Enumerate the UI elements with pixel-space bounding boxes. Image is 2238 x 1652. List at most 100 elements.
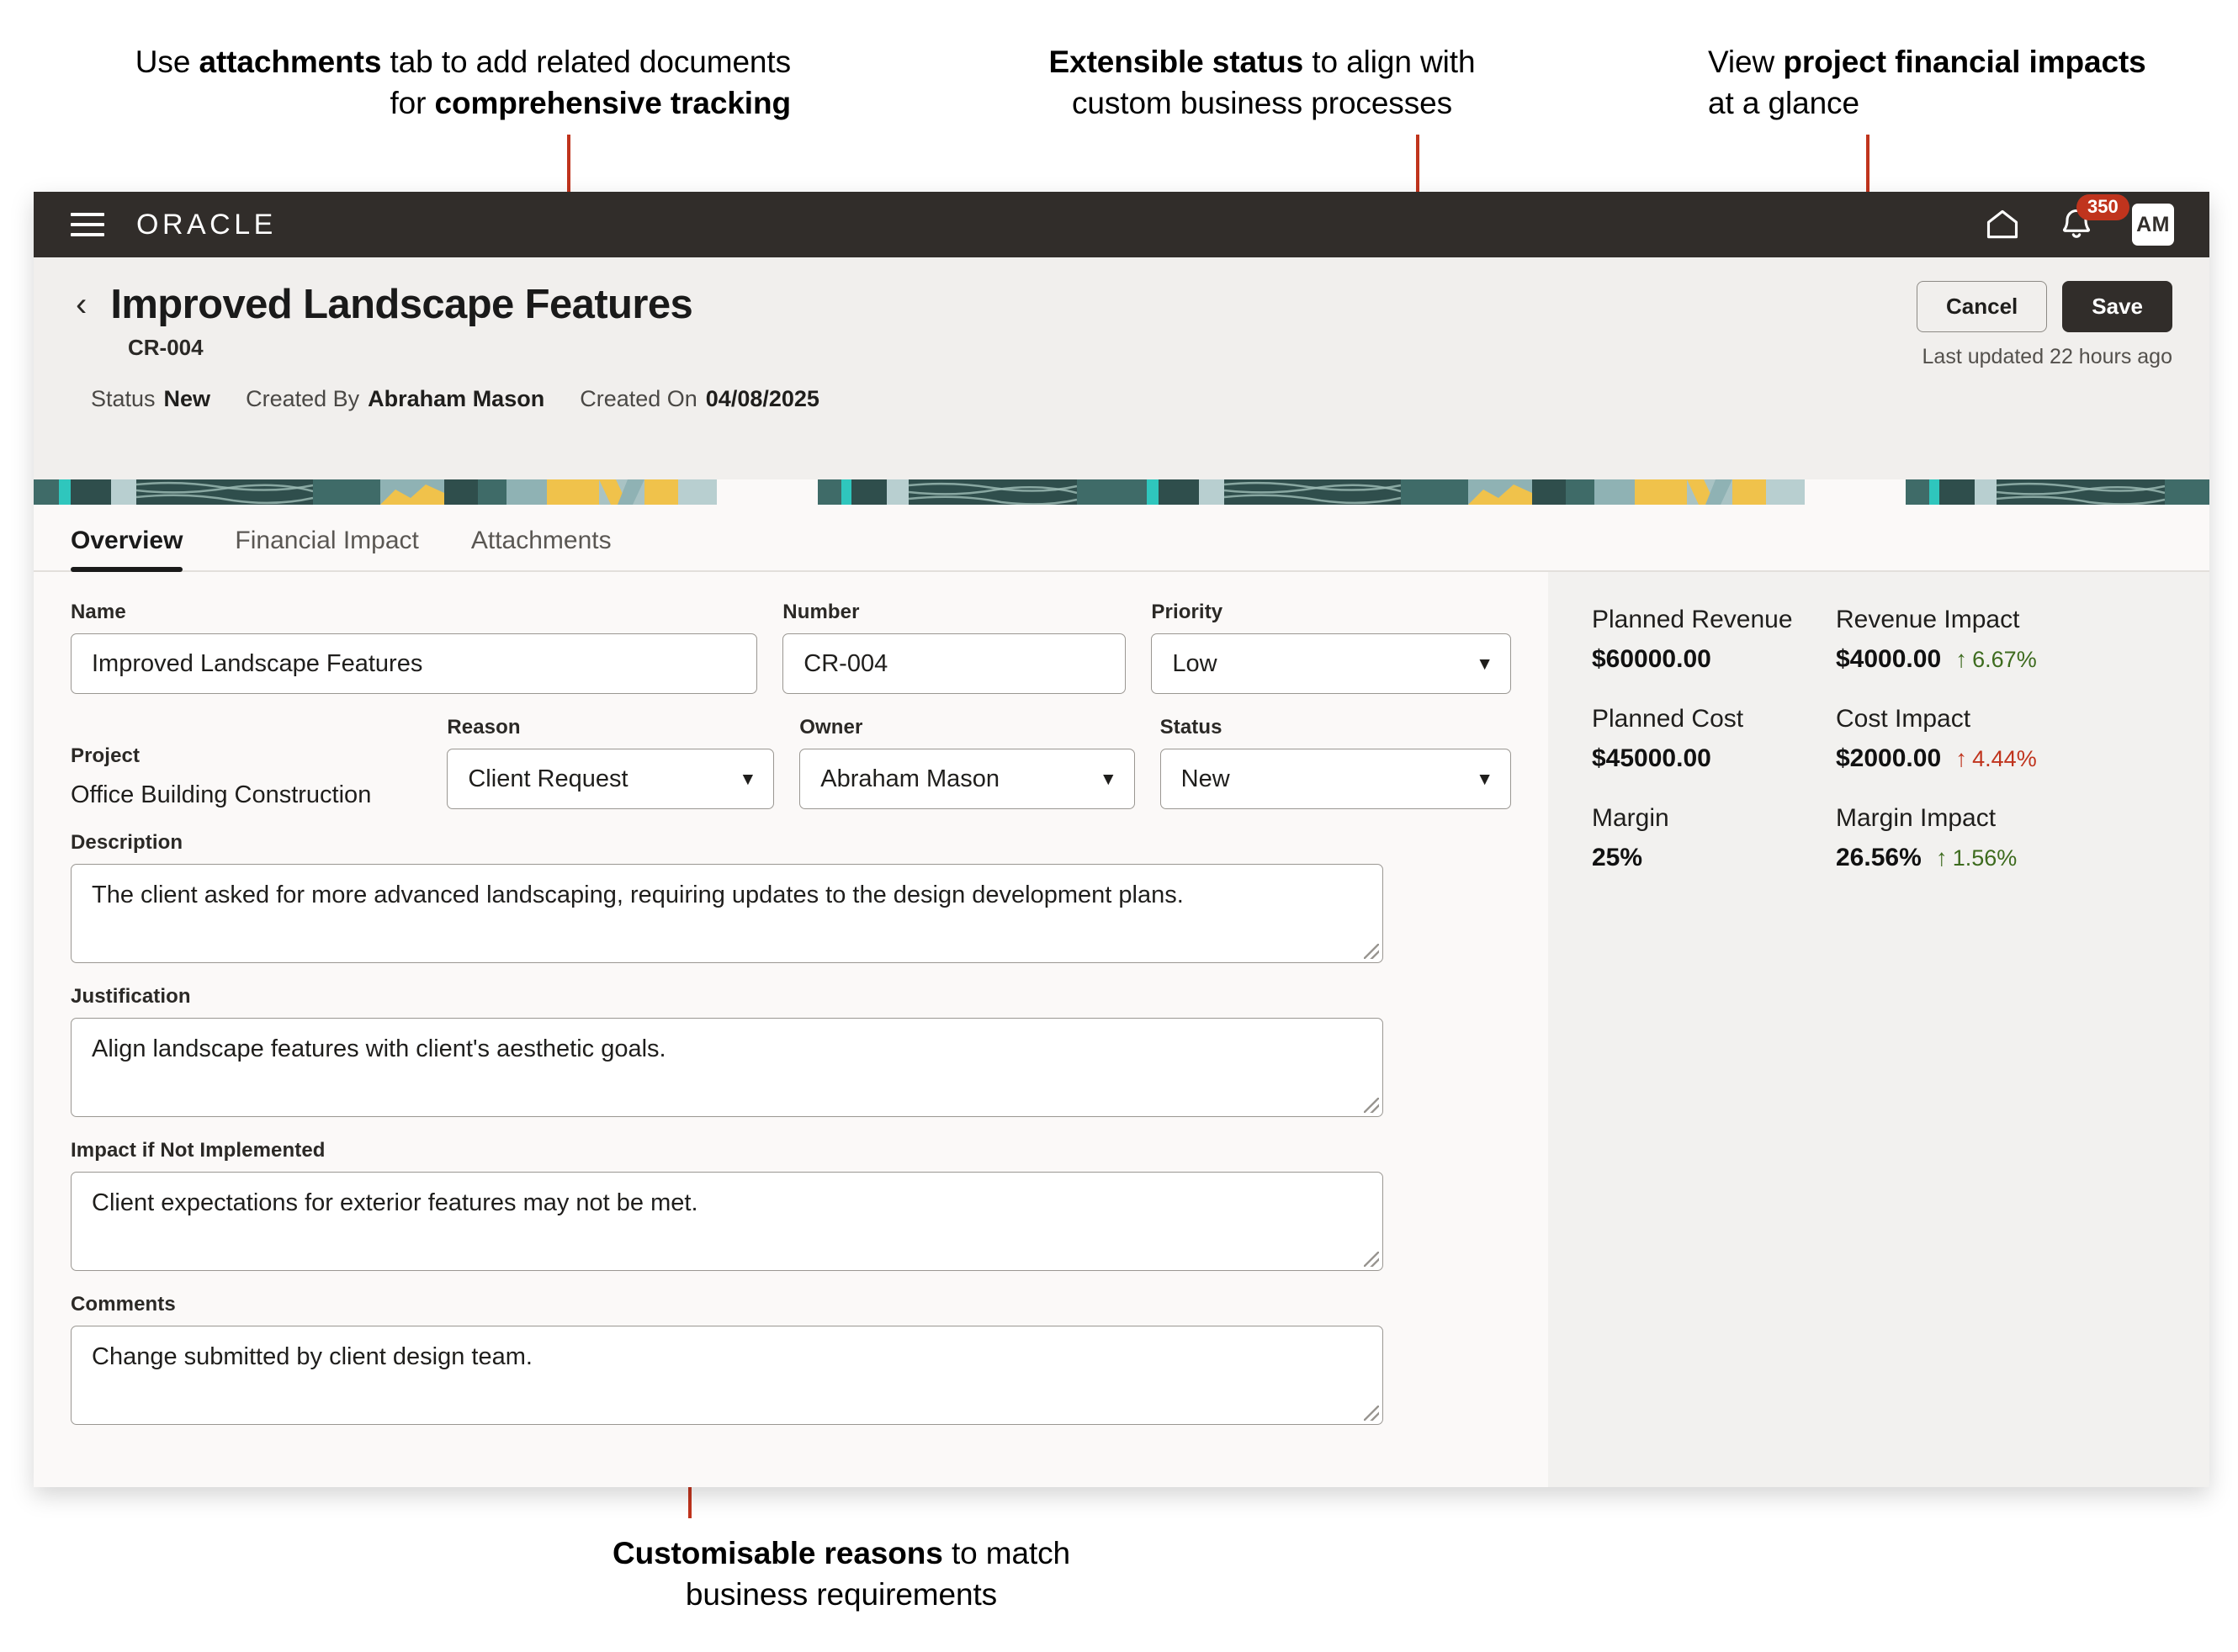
tab-attachments[interactable]: Attachments <box>470 527 612 554</box>
form-row-1: Name Improved Landscape Features Number … <box>71 601 1511 694</box>
financial-planned-column: Planned Revenue $60000.00 Planned Cost $… <box>1592 606 1836 903</box>
field-owner-label: Owner <box>799 716 863 739</box>
tab-overview[interactable]: Overview <box>71 513 183 572</box>
cancel-button[interactable]: Cancel <box>1917 281 2048 332</box>
planned-cost-value: $45000.00 <box>1592 744 1711 772</box>
resize-grip-icon[interactable] <box>1364 1252 1379 1267</box>
priority-value: Low <box>1172 649 1217 677</box>
tab-content: Name Improved Landscape Features Number … <box>34 572 2209 1487</box>
annotation-attachments-line2: for comprehensive tracking <box>390 85 791 120</box>
hamburger-icon[interactable] <box>71 213 104 236</box>
annotation-financial-line2: at a glance <box>1708 85 1859 120</box>
chevron-down-icon: ▼ <box>1476 769 1494 789</box>
revenue-impact-label: Revenue Impact <box>1836 606 2020 633</box>
oracle-logo: ORACLE <box>136 208 277 241</box>
home-icon[interactable] <box>1984 206 2021 243</box>
field-status: Status New ▼ <box>1159 716 1512 809</box>
justification-textarea[interactable]: Align landscape features with client's a… <box>71 1018 1383 1117</box>
field-number-label: Number <box>782 601 860 623</box>
last-updated-text: Last updated 22 hours ago <box>1922 345 2172 368</box>
financial-summary-panel: Planned Revenue $60000.00 Planned Cost $… <box>1548 572 2209 1487</box>
field-priority: Priority Low ▼ <box>1151 601 1511 694</box>
field-project: Project Office Building Construction <box>71 744 422 809</box>
field-owner: Owner Abraham Mason ▼ <box>799 716 1135 809</box>
field-name-label: Name <box>71 601 126 623</box>
annotation-status-line2: custom business processes <box>1072 85 1452 120</box>
reason-select[interactable]: Client Request ▼ <box>447 749 775 809</box>
margin-value: 25% <box>1592 844 1643 871</box>
annotation-financial-line1: View project financial impacts <box>1708 45 2146 79</box>
field-reason: Reason Client Request ▼ <box>447 716 775 809</box>
global-header-actions: 350 AM <box>1984 194 2184 246</box>
chevron-down-icon: ▼ <box>739 769 757 789</box>
owner-select[interactable]: Abraham Mason ▼ <box>799 749 1135 809</box>
cost-impact-label: Cost Impact <box>1836 705 1971 733</box>
impact-value: Client expectations for exterior feature… <box>92 1189 698 1216</box>
margin-impact-label: Margin Impact <box>1836 804 1997 832</box>
form-row-2: Project Office Building Construction Rea… <box>71 716 1512 809</box>
annotation-status-line1: Extensible status to align with <box>1048 45 1476 79</box>
annotation-reasons: Customisable reasons to match business r… <box>505 1533 1178 1616</box>
margin-label: Margin <box>1592 804 1669 832</box>
field-status-label: Status <box>1159 716 1222 739</box>
field-comments-label: Comments <box>71 1293 176 1316</box>
status-select[interactable]: New ▼ <box>1159 749 1512 809</box>
planned-cost-label: Planned Cost <box>1592 705 1744 733</box>
bell-icon[interactable]: 350 <box>2058 194 2129 243</box>
notification-badge: 350 <box>2076 194 2129 220</box>
overview-form: Name Improved Landscape Features Number … <box>34 572 1548 1487</box>
number-input[interactable]: CR-004 <box>782 633 1127 694</box>
impact-textarea[interactable]: Client expectations for exterior feature… <box>71 1172 1383 1271</box>
revenue-impact-delta: ↑ 6.67% <box>1955 646 2037 672</box>
field-description-label: Description <box>71 831 183 854</box>
annotation-status: Extensible status to align with custom b… <box>925 42 1599 124</box>
decorative-banner <box>34 479 2209 505</box>
page-title: Improved Landscape Features <box>110 282 693 327</box>
field-number: Number CR-004 <box>782 601 1127 694</box>
resize-grip-icon[interactable] <box>1364 1098 1379 1113</box>
header-button-row: Cancel Save <box>1917 281 2172 332</box>
arrow-up-icon: ↑ <box>1955 646 1968 672</box>
header-actions: Cancel Save Last updated 22 hours ago <box>1917 281 2172 369</box>
annotation-financial: View project financial impacts at a glan… <box>1708 42 2238 124</box>
field-comments: Comments Change submitted by client desi… <box>71 1293 1511 1425</box>
cost-impact-delta: ↑ 4.44% <box>1955 745 2037 771</box>
save-button[interactable]: Save <box>2062 281 2172 332</box>
status-value: New <box>1180 765 1230 792</box>
record-number: CR-004 <box>128 335 204 360</box>
margin-impact-delta: ↑ 1.56% <box>1935 845 2018 871</box>
field-justification-label: Justification <box>71 985 191 1008</box>
tab-financial-impact[interactable]: Financial Impact <box>235 527 419 554</box>
justification-value: Align landscape features with client's a… <box>92 1035 666 1062</box>
arrow-up-icon: ↑ <box>1935 845 1948 871</box>
field-description: Description The client asked for more ad… <box>71 831 1511 963</box>
planned-revenue-label: Planned Revenue <box>1592 606 1793 633</box>
field-impact: Impact if Not Implemented Client expecta… <box>71 1139 1511 1271</box>
field-project-label: Project <box>71 744 141 767</box>
page-header: ‹ Improved Landscape Features CR-004 Sta… <box>34 257 2209 479</box>
field-impact-label: Impact if Not Implemented <box>71 1139 326 1162</box>
comments-textarea[interactable]: Change submitted by client design team. <box>71 1326 1383 1425</box>
name-input[interactable]: Improved Landscape Features <box>71 633 758 694</box>
resize-grip-icon[interactable] <box>1364 1406 1379 1421</box>
project-value: Office Building Construction <box>71 781 372 808</box>
priority-select[interactable]: Low ▼ <box>1151 633 1511 694</box>
description-textarea[interactable]: The client asked for more advanced lands… <box>71 864 1383 963</box>
description-value: The client asked for more advanced lands… <box>92 882 1184 908</box>
owner-value: Abraham Mason <box>820 765 1000 792</box>
annotation-attachments-line1: Use attachments tab to add related docum… <box>135 45 791 79</box>
chevron-down-icon: ▼ <box>1476 654 1493 674</box>
avatar[interactable]: AM <box>2132 204 2174 246</box>
application-window: ORACLE 350 AM ‹ <box>34 192 2209 1487</box>
cost-impact-value: $2000.00 ↑ 4.44% <box>1836 744 2037 772</box>
annotation-reasons-line2: business requirements <box>685 1576 998 1612</box>
chevron-down-icon: ▼ <box>1099 769 1117 789</box>
back-chevron-icon[interactable]: ‹ <box>76 286 88 323</box>
resize-grip-icon[interactable] <box>1364 944 1379 959</box>
field-name: Name Improved Landscape Features <box>71 601 758 694</box>
